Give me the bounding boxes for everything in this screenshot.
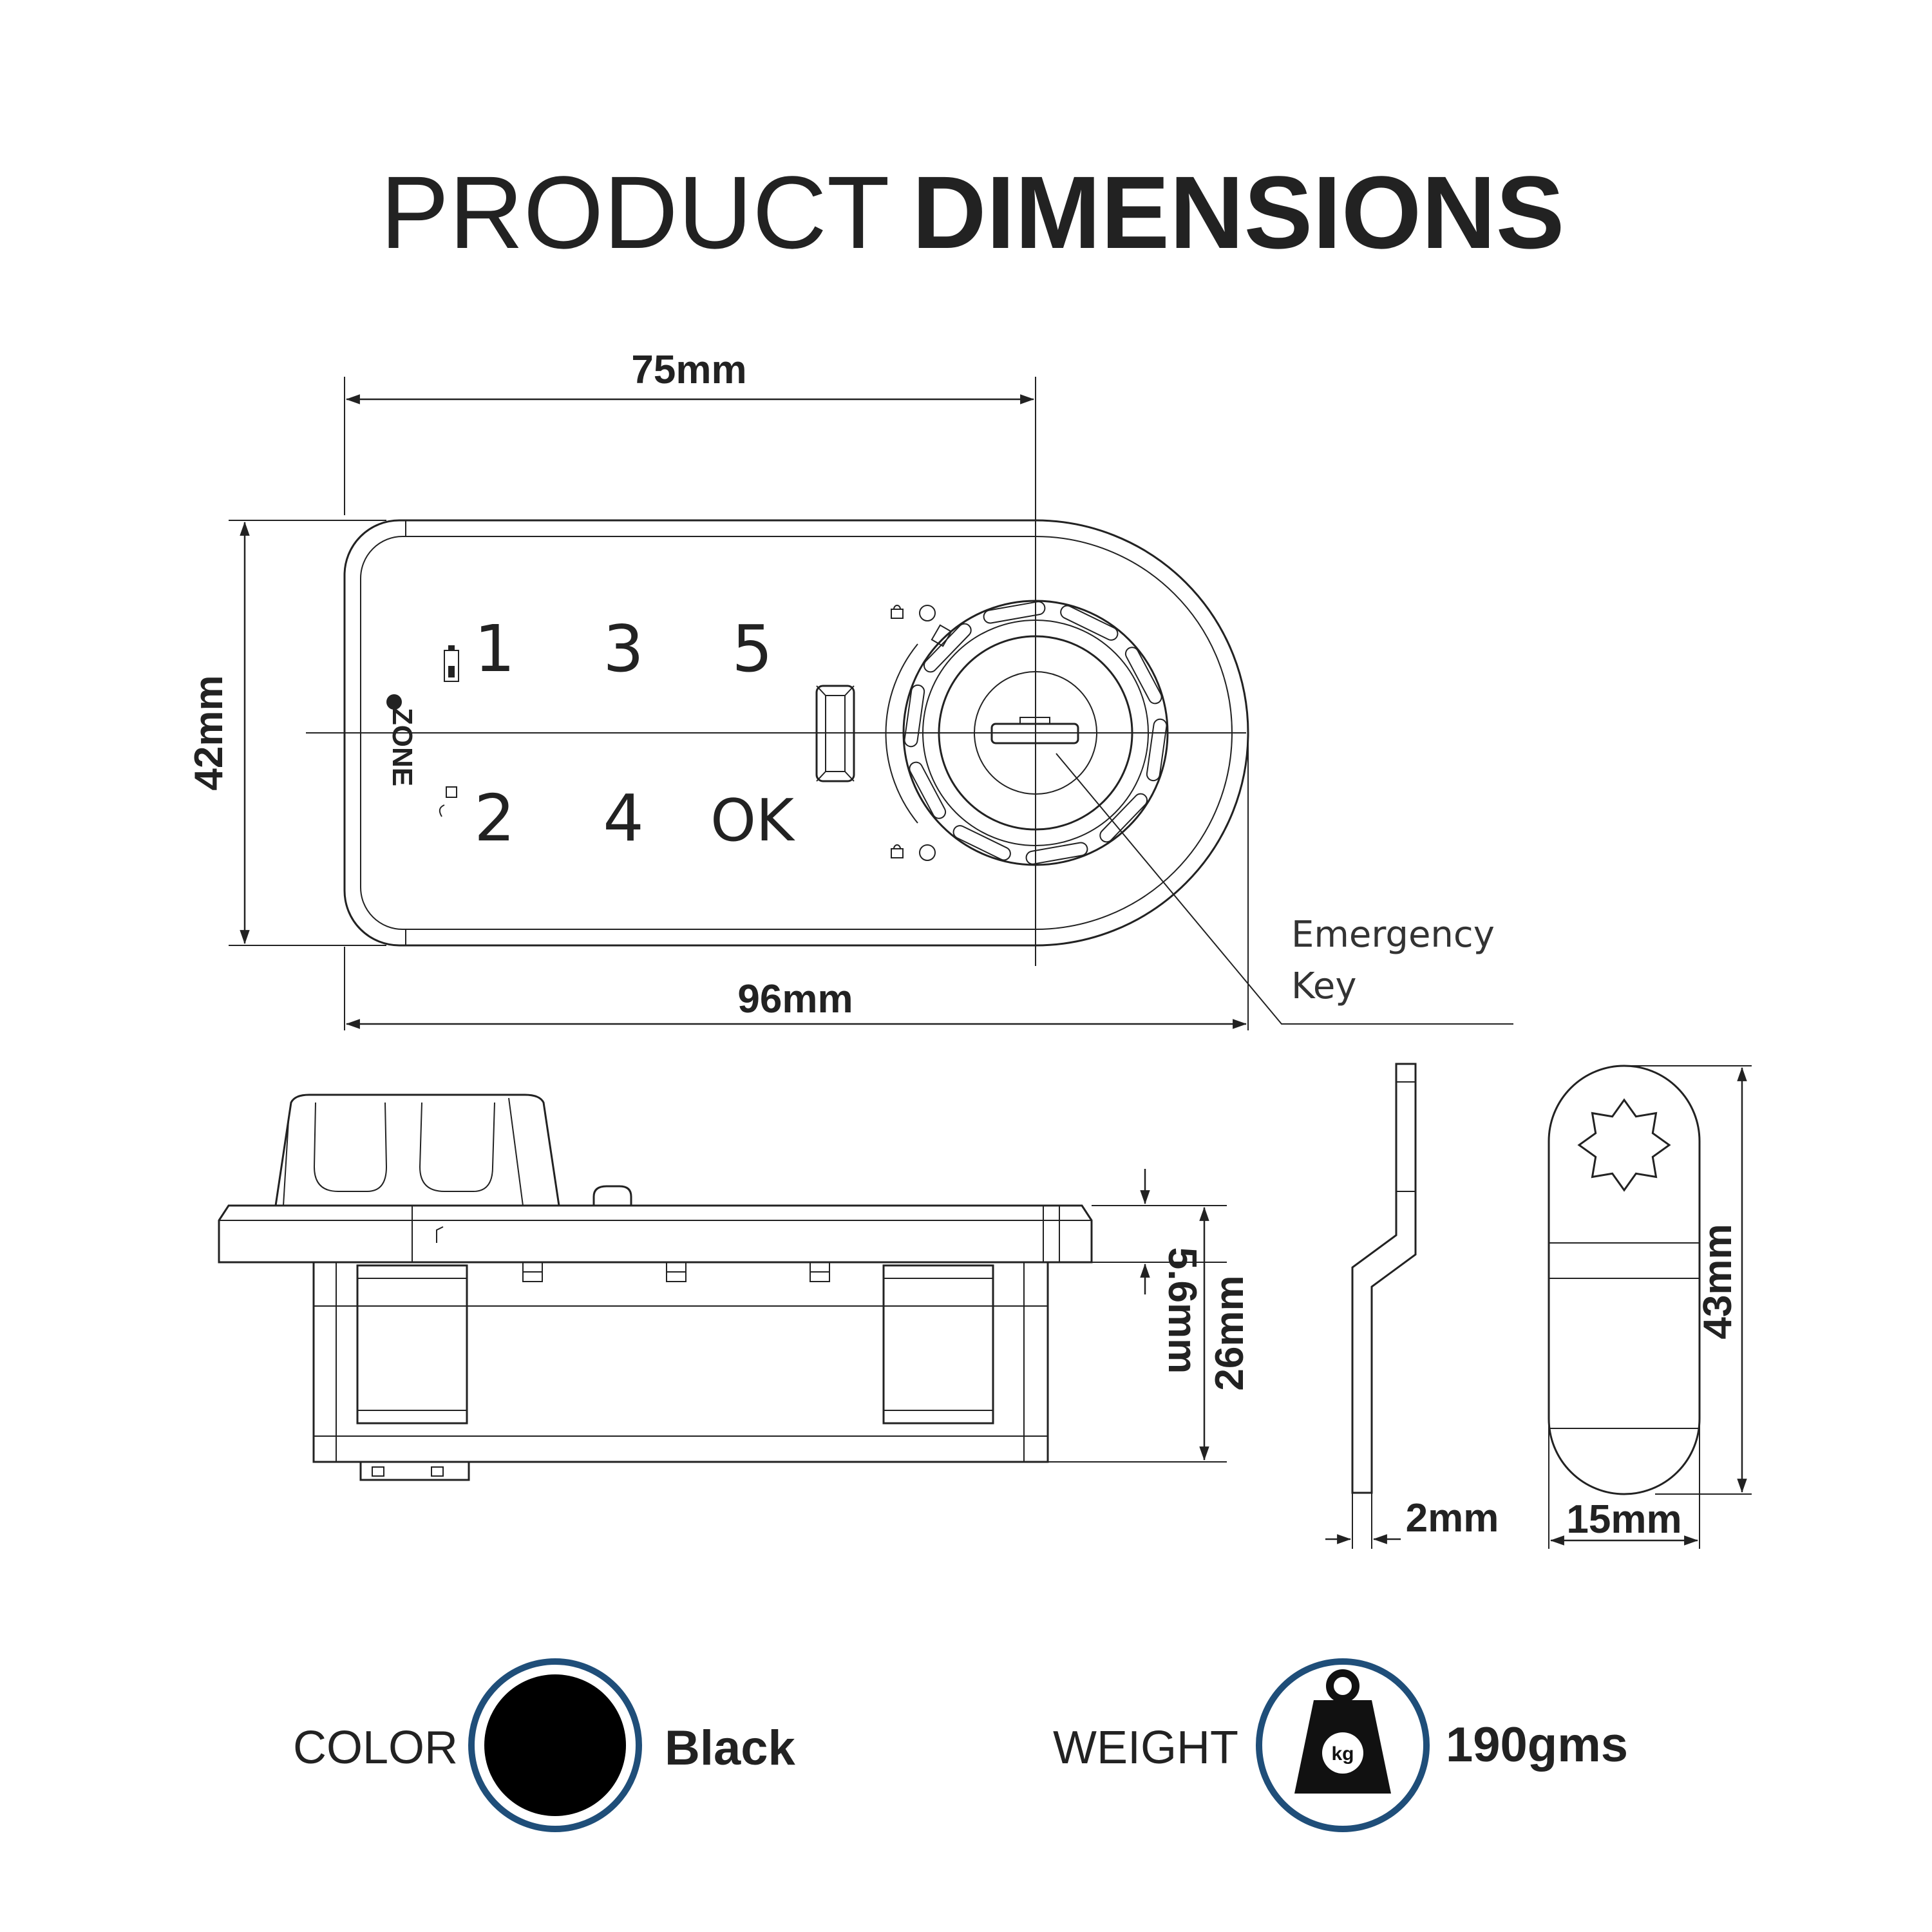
side-knob-outline: [274, 1094, 560, 1207]
color-label: COLOR: [293, 1722, 458, 1774]
weight-value: 190gms: [1446, 1718, 1628, 1772]
dim-overall-width: 96mm: [737, 977, 853, 1021]
color-swatch: [484, 1674, 626, 1816]
key-3[interactable]: 3: [603, 611, 644, 687]
rotation-arc: [885, 643, 918, 824]
rotary-knob[interactable]: [902, 600, 1169, 866]
cam-profile: 2mm: [1325, 1063, 1499, 1549]
dim-top-width: 75mm: [631, 348, 746, 392]
key-2[interactable]: 2: [474, 781, 515, 856]
brand-logo-dot: [386, 694, 402, 710]
dim-cam-thickness: 2mm: [1406, 1496, 1499, 1540]
emergency-key-leader: [1056, 753, 1513, 1025]
callout-emergency: Emergency: [1291, 914, 1495, 956]
spec-weight: WEIGHT kg 190gms: [1053, 1658, 1628, 1832]
color-value: Black: [665, 1721, 796, 1776]
dim-cam-width: 15mm: [1566, 1497, 1681, 1542]
knob-grip-pad: [1124, 647, 1162, 705]
battery-icon: [444, 645, 459, 682]
knob-grip-pad: [1146, 718, 1168, 782]
key-5[interactable]: 5: [732, 611, 773, 687]
brand-logo: ZONE: [386, 708, 418, 786]
weight-icon-ring: [1256, 1658, 1430, 1832]
dim-body-depth: 26mm: [1208, 1275, 1252, 1390]
key-reset-icon: [439, 786, 457, 817]
color-swatch-ring: [468, 1658, 642, 1832]
knob-grip-pad: [1060, 605, 1119, 641]
cam-front: 15mm 43mm: [1548, 1065, 1752, 1549]
keypad: 1 3 5 2 4 OK: [474, 611, 795, 856]
dim-flange-thickness: 5.6mm: [1160, 1247, 1204, 1374]
side-body: [312, 1261, 1049, 1463]
knob-grip-pad: [923, 623, 972, 673]
knob-grip-pads: [904, 601, 1168, 865]
knob-pointer: [931, 624, 952, 647]
weight-label: WEIGHT: [1053, 1722, 1238, 1774]
side-flange: [218, 1204, 1093, 1264]
key-ok[interactable]: OK: [710, 787, 795, 855]
lock-icon: [891, 605, 936, 621]
knob-grip-pad: [952, 825, 1011, 861]
side-button: [592, 1185, 632, 1206]
knob-grip-pad: [1099, 793, 1148, 843]
front-body-inner-outline: [360, 536, 1233, 930]
key-4[interactable]: 4: [603, 781, 644, 856]
cam-front-outline: [1548, 1065, 1701, 1495]
title-light: PRODUCT: [381, 155, 890, 270]
side-shaft: [359, 1461, 470, 1481]
brand-logo-text: ZONE: [386, 708, 418, 786]
cam-profile-outline: [1351, 1063, 1417, 1494]
side-latch-right: [882, 1264, 994, 1425]
side-latch-left: [356, 1264, 468, 1425]
unlock-icon: [891, 844, 936, 861]
weight-kg-icon: kg: [1294, 1669, 1391, 1794]
title-bold: DIMENSIONS: [912, 155, 1564, 270]
dim-cam-length: 43mm: [1696, 1224, 1740, 1339]
knob-grip-pad: [983, 601, 1046, 624]
weight-icon-text: kg: [1331, 1743, 1354, 1765]
knob-grip-pad: [909, 761, 947, 819]
page-title: PRODUCT DIMENSIONS: [381, 155, 1565, 270]
front-view: ZONE 1 3 5 2 4 OK: [187, 348, 1513, 1030]
key-1[interactable]: 1: [474, 611, 515, 687]
cam-star-hole: [1577, 1098, 1671, 1192]
knob-grip-pad: [904, 684, 925, 748]
callout-key: Key: [1291, 965, 1357, 1007]
dim-height: 42mm: [187, 675, 231, 790]
status-indicator: [815, 685, 855, 782]
front-body-outline: [343, 519, 1249, 947]
spec-color: COLOR Black: [293, 1658, 796, 1832]
knob-grip-pad: [1025, 842, 1088, 865]
side-view: 5.6mm 26mm: [218, 1094, 1252, 1481]
